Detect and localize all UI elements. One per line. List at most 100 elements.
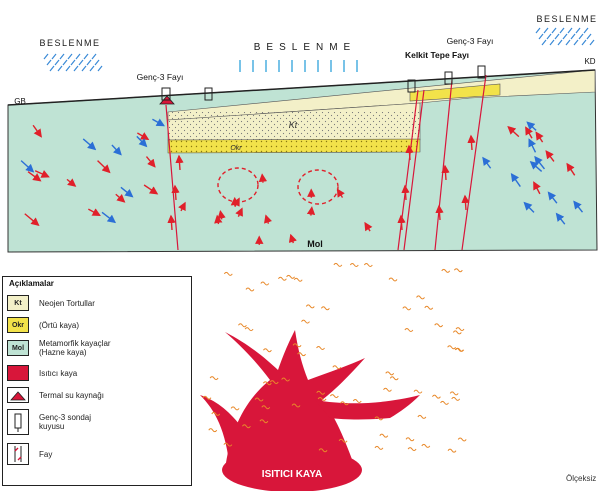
- heat-squiggle: [301, 320, 309, 323]
- legend-swatch: [7, 365, 29, 381]
- hot-flow-arrow: [171, 216, 172, 230]
- rain-drop: [536, 28, 540, 33]
- rain-drop: [587, 34, 591, 39]
- metamorphic-basement: [8, 70, 597, 252]
- well-icon: [7, 409, 29, 435]
- rain-drop: [555, 34, 559, 39]
- rain-drop: [90, 66, 94, 71]
- heat-squiggle: [224, 272, 232, 275]
- legend-label: Termal su kaynağı: [39, 391, 104, 400]
- rain-drop: [571, 34, 575, 39]
- rain-drop: [95, 60, 99, 65]
- heat-squiggle: [417, 296, 425, 299]
- heat-squiggle: [456, 328, 464, 331]
- rain-drop: [47, 60, 51, 65]
- rain-drop: [50, 66, 54, 71]
- heat-squiggle: [380, 434, 388, 437]
- heat-source-magma: [200, 330, 420, 491]
- spring-icon: [7, 387, 29, 403]
- heat-squiggle: [321, 307, 329, 310]
- heat-squiggle: [350, 263, 358, 266]
- legend-item-well: Genç-3 sondaj kuyusu: [7, 409, 91, 435]
- rain-drop: [52, 54, 56, 59]
- rain-drop: [582, 40, 586, 45]
- legend-item-okr: Okr (Örtü kaya): [7, 317, 79, 333]
- heat-source-label: ISITICI KAYA: [262, 469, 322, 480]
- legend-swatch: Okr: [7, 317, 29, 333]
- label-beslenme-left: BESLENME: [39, 38, 100, 48]
- hot-flow-arrow: [409, 146, 410, 160]
- heat-squiggle: [238, 324, 246, 327]
- heat-squiggle: [453, 331, 461, 334]
- rain-drop: [98, 66, 102, 71]
- label-beslenme-center: BESLENME: [254, 42, 356, 53]
- rain-drop: [68, 54, 72, 59]
- legend-label: Genç-3 sondaj kuyusu: [39, 413, 91, 431]
- rain-drop: [74, 66, 78, 71]
- heat-squiggle: [454, 269, 462, 272]
- heat-squiggle: [422, 444, 430, 447]
- rain-drop: [44, 54, 48, 59]
- rain-drop: [63, 60, 67, 65]
- heat-squiggle: [425, 306, 433, 309]
- heat-squiggle: [210, 377, 218, 380]
- heat-squiggle: [442, 269, 450, 272]
- rain-drop: [539, 34, 543, 39]
- heat-squiggle: [375, 446, 383, 449]
- legend: Açıklamalar Kt Neojen Tortullar Okr (Ört…: [2, 276, 192, 486]
- label-fault-left: Genç-3 Fayı: [137, 72, 184, 82]
- label-fault-kelkit: Kelkit Tepe Fayı: [405, 50, 469, 60]
- legend-title: Açıklamalar: [9, 279, 54, 288]
- rain-drop: [560, 28, 564, 33]
- rain-drop: [71, 60, 75, 65]
- legend-item-heat: Isıtıcı kaya: [7, 365, 77, 381]
- heat-squiggle: [390, 377, 398, 380]
- legend-label-line1: Genç-3 sondaj: [39, 413, 91, 422]
- legend-label-line2: kuyusu: [39, 422, 91, 431]
- rain-drop: [566, 40, 570, 45]
- heat-squiggle: [406, 438, 414, 441]
- hot-flow-arrow: [401, 216, 402, 230]
- heat-squiggle: [386, 372, 394, 375]
- rain-drop: [579, 34, 583, 39]
- rain-drop: [576, 28, 580, 33]
- rain-drop: [563, 34, 567, 39]
- heat-squiggle: [330, 395, 338, 398]
- legend-label: Fay: [39, 450, 52, 459]
- heat-squiggle: [261, 282, 269, 285]
- heat-squiggle: [452, 397, 460, 400]
- hot-flow-arrow: [465, 196, 466, 210]
- hot-flow-arrow: [262, 175, 263, 183]
- heat-squiggle: [450, 392, 458, 395]
- rain-drop: [84, 54, 88, 59]
- rain-drop: [552, 28, 556, 33]
- heat-squiggle: [389, 278, 397, 281]
- heat-squiggle: [432, 395, 440, 398]
- heat-squiggle: [435, 324, 443, 327]
- rain-drop: [66, 66, 70, 71]
- heat-squiggle: [209, 429, 217, 432]
- heat-squiggle: [246, 288, 254, 291]
- rain-drop: [76, 54, 80, 59]
- hot-flow-arrow: [471, 136, 472, 150]
- label-gb: GB: [14, 97, 26, 106]
- heat-squiggle: [278, 277, 286, 280]
- hot-flow-arrow: [175, 186, 176, 200]
- heat-squiggle: [448, 449, 456, 452]
- rain-drop: [542, 40, 546, 45]
- hot-flow-arrow: [179, 156, 180, 170]
- heat-squiggle: [294, 278, 302, 281]
- legend-label: Metamorfik kayaçlar (Hazne kaya): [39, 339, 111, 357]
- legend-swatch: Kt: [7, 295, 29, 311]
- label-unit-kt: Kt: [289, 120, 298, 130]
- label-unit-okr: Okr: [230, 145, 242, 152]
- heat-squiggle: [364, 263, 372, 266]
- hot-flow-arrow: [405, 186, 406, 200]
- legend-item-mol: Mol Metamorfik kayaçlar (Hazne kaya): [7, 339, 111, 357]
- scale-note: Ölçeksiz: [566, 474, 596, 483]
- rain-drop: [558, 40, 562, 45]
- heat-squiggle: [403, 307, 411, 310]
- rain-drop: [590, 40, 594, 45]
- heat-squiggle: [333, 366, 341, 369]
- heat-squiggle: [418, 415, 426, 418]
